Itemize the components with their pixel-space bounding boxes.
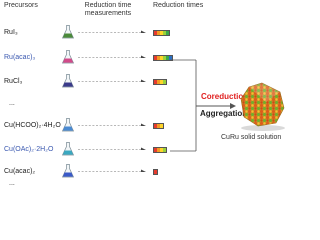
process-arrow-head <box>230 103 236 109</box>
reduction-time-bar <box>153 79 167 85</box>
time-segment <box>160 31 163 35</box>
aggregation-label: Aggregation <box>200 109 248 118</box>
time-segment <box>154 80 157 84</box>
time-segment <box>157 148 160 152</box>
dashed-arrow <box>78 147 146 150</box>
dashed-arrow <box>78 169 146 172</box>
precursor-label: Ru(acac)₃ <box>4 54 36 61</box>
reduction-time-bar <box>153 123 164 129</box>
coreduction-label: Coreduction <box>201 92 249 101</box>
precursor-label: RuCl₃ <box>4 78 23 85</box>
flask-icon <box>62 50 74 64</box>
precursor-label: Cu(acac)₂ <box>4 168 36 175</box>
time-segment <box>154 56 157 60</box>
flask-icon <box>62 164 74 178</box>
time-segment <box>157 56 160 60</box>
diagram: Precursors Reduction time measurements R… <box>4 2 285 187</box>
time-segment <box>157 31 160 35</box>
reduction-time-bar <box>153 55 173 61</box>
time-segment <box>166 56 169 60</box>
time-segment <box>160 80 163 84</box>
time-segment <box>157 124 160 128</box>
reduction-time-bar <box>153 30 170 36</box>
time-segment <box>154 31 157 35</box>
time-segment <box>169 56 172 60</box>
dashed-arrow <box>78 55 146 58</box>
header-measurements: Reduction time measurements <box>84 2 132 17</box>
time-segment <box>163 31 166 35</box>
time-segment <box>163 148 166 152</box>
precursor-label: ... <box>9 180 15 187</box>
precursor-label: ... <box>9 100 15 107</box>
precursor-label: Cu(OAc)₂·2H₂O <box>4 146 54 153</box>
header-reduction-times: Reduction times <box>153 2 204 9</box>
flask-icon <box>62 74 74 88</box>
curu-nanoparticle-icon <box>240 82 285 131</box>
time-segment <box>166 31 169 35</box>
time-segment <box>154 124 157 128</box>
precursor-label: Cu(HCOO)₂·4H₂O <box>4 122 61 129</box>
flask-icon <box>62 25 74 39</box>
flask-icon <box>62 142 74 156</box>
flask-icon <box>62 118 74 132</box>
dashed-arrow <box>78 123 146 126</box>
time-segment <box>160 124 163 128</box>
precursor-label: RuI₃ <box>4 29 18 36</box>
time-segment <box>160 148 163 152</box>
dashed-arrow <box>78 79 146 82</box>
dashed-arrow <box>78 30 146 33</box>
time-segment <box>157 80 160 84</box>
time-segment <box>154 170 157 174</box>
header-precursors: Precursors <box>4 2 38 9</box>
time-segment <box>154 148 157 152</box>
time-segment <box>160 56 163 60</box>
reduction-time-bar <box>153 147 167 153</box>
solid-solution-label: CuRu solid solution <box>221 134 282 141</box>
time-segment <box>163 56 166 60</box>
merge-bracket <box>170 59 236 152</box>
reduction-time-bar <box>153 169 158 175</box>
time-segment <box>163 80 166 84</box>
